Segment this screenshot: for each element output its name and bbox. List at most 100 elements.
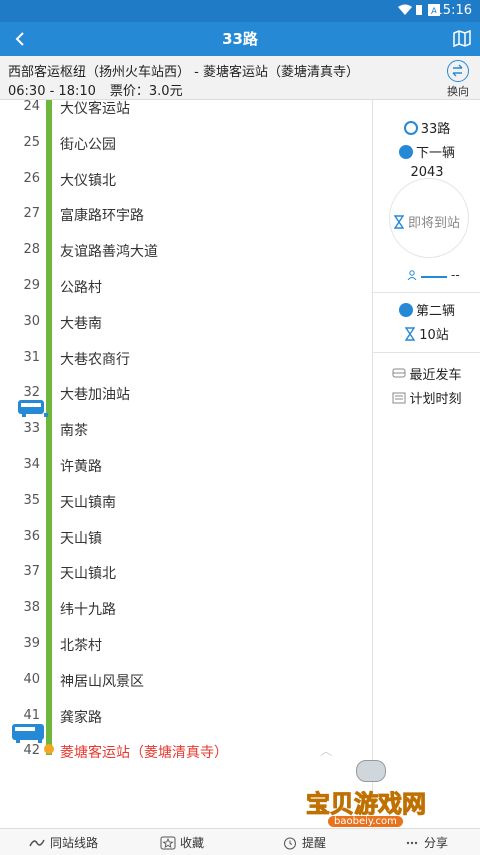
service-hours: 06:30 - 18:10 (8, 84, 96, 99)
divider (373, 292, 480, 293)
svg-text:A: A (431, 7, 438, 16)
stop-name: 大巷农商行 (60, 351, 130, 368)
stop-item[interactable]: 26 大仪镇北 (0, 162, 372, 198)
second-bus-row: 第二辆 (373, 300, 480, 319)
same-station-lines-button[interactable]: 同站线路 (28, 834, 98, 851)
page-title: 33路 (222, 30, 258, 48)
stop-name: 富康路环宇路 (60, 208, 144, 225)
notification-icon: A (428, 4, 440, 16)
stop-number: 26 (23, 170, 40, 186)
back-arrow-icon[interactable] (10, 28, 32, 50)
map-icon[interactable] (452, 28, 472, 48)
star-icon (160, 836, 176, 850)
next-bus-row: 下一辆 (373, 142, 480, 161)
stop-name: 龚家路 (60, 709, 102, 726)
stop-number: 30 (23, 313, 40, 329)
panel-route: 33路 (373, 118, 480, 137)
arrival-circle (389, 178, 469, 258)
swap-icon (447, 60, 469, 82)
stop-name: 纬十九路 (60, 602, 116, 619)
divider (373, 352, 480, 353)
stop-item[interactable]: 39 北茶村 (0, 627, 372, 663)
favorite-label: 收藏 (180, 836, 205, 850)
schedule-label: 计划时刻 (409, 392, 462, 407)
gamepad-icon (356, 760, 386, 782)
route-icon (29, 839, 45, 847)
crowd-bar (421, 276, 447, 278)
stop-name: 北茶村 (60, 638, 102, 654)
hourglass-icon (405, 327, 416, 341)
share-icon (406, 841, 418, 845)
stop-name: 天山镇北 (60, 566, 116, 583)
clock: 15:16 (434, 3, 472, 18)
stop-number: 27 (23, 206, 40, 222)
stop-item[interactable]: 30 大巷南 (0, 305, 372, 341)
stop-name: 菱塘客运站（菱塘清真寺） (60, 745, 228, 762)
stop-item[interactable]: 36 天山镇 (0, 520, 372, 556)
stop-number: 39 (23, 636, 40, 651)
signal-icon (416, 5, 422, 15)
stop-name: 街心公园 (60, 136, 116, 153)
arrival-status: 即将到站 (373, 212, 480, 231)
stop-name: 公路村 (60, 280, 102, 296)
switch-direction-button[interactable]: 换向 (444, 60, 472, 99)
bottom-toolbar: 同站线路 收藏 提醒 分享 (0, 828, 480, 855)
wifi-icon (398, 4, 412, 15)
next-bus-label: 下一辆 (415, 146, 455, 161)
stop-number: 33 (23, 421, 40, 437)
stop-name: 大仪镇北 (60, 172, 116, 189)
bus-icon (398, 145, 413, 159)
stop-number: 41 (23, 707, 40, 723)
stop-name: 天山镇 (60, 530, 102, 547)
stop-name: 大巷南 (60, 315, 102, 332)
app-bar: 33路 (0, 22, 480, 56)
stop-number: 25 (23, 134, 40, 150)
stop-item[interactable]: 27 富康路环宇路 (0, 197, 372, 233)
status-bar: A 15:16 (0, 0, 480, 22)
stop-name: 大巷加油站 (60, 387, 130, 404)
passenger-icon (407, 270, 417, 280)
share-button[interactable]: 分享 (404, 834, 448, 851)
chevron-up-icon[interactable]: ︿ (320, 744, 333, 758)
remind-button[interactable]: 提醒 (282, 834, 326, 851)
route-info: 西部客运枢纽（扬州火车站西） - 菱塘客运站（菱塘清真寺） 06:30 - 18… (0, 56, 480, 100)
passenger-level: -- (451, 268, 460, 282)
bus-icon[interactable] (12, 724, 44, 743)
hourglass-icon (393, 215, 404, 229)
stop-item[interactable]: 29 公路村 (0, 269, 372, 305)
stop-number: 42 (23, 743, 40, 759)
stop-item[interactable]: 42 菱塘客运站（菱塘清真寺） (0, 734, 372, 770)
watermark: 宝贝游戏网 baobeiy.com (306, 760, 456, 830)
realtime-panel: 33路 下一辆 2043 即将到站 -- 第二辆 10站 最近发车 计划时刻 (372, 100, 480, 828)
same-station-label: 同站线路 (50, 836, 99, 850)
recent-departure-button[interactable]: 最近发车 (373, 364, 480, 383)
stop-number: 40 (23, 671, 40, 687)
bus-icon[interactable] (18, 400, 48, 417)
stop-number: 36 (23, 528, 40, 544)
route-line (46, 100, 52, 755)
route-ring-icon (403, 121, 418, 135)
terminal-marker-icon (44, 744, 54, 754)
second-bus-stops: 10站 (419, 328, 449, 343)
stop-number: 29 (23, 278, 40, 293)
stop-name: 大仪客运站 (60, 101, 130, 117)
favorite-button[interactable]: 收藏 (160, 834, 204, 851)
share-label: 分享 (424, 836, 449, 850)
stop-item[interactable]: 41 龚家路 (0, 699, 372, 735)
watermark-url: baobeiy.com (328, 816, 403, 827)
stop-name: 许黄路 (60, 459, 102, 475)
watermark-text: 宝贝游戏网 (306, 790, 427, 819)
schedule-button[interactable]: 计划时刻 (373, 388, 480, 407)
stop-item[interactable]: 25 街心公园 (0, 126, 372, 162)
